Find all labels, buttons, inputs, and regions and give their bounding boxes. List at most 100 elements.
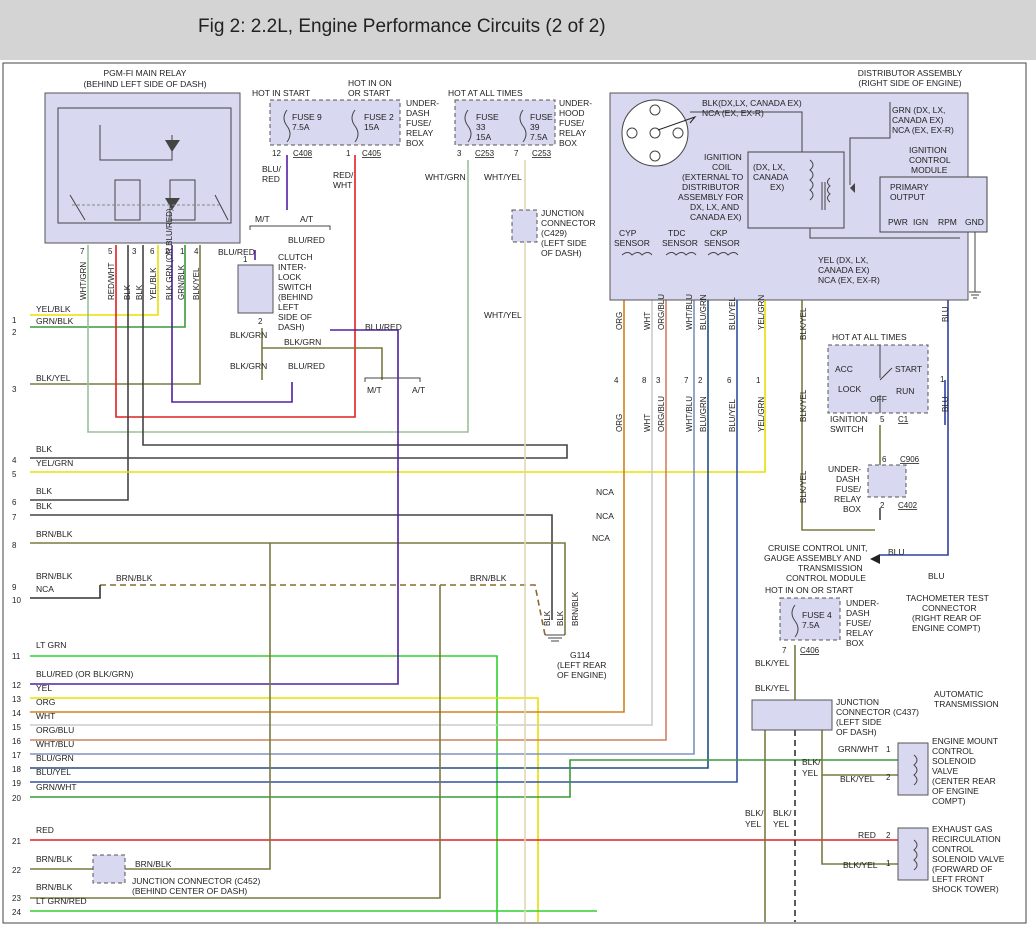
fuse4-box-label-5: BOX <box>846 638 864 648</box>
wire-blu-grn <box>30 265 709 769</box>
coil-label-7: CANADA EX) <box>690 212 742 222</box>
row-number: 17 <box>12 751 21 760</box>
wire-brn-blk-row9 <box>100 584 546 636</box>
egr-coil-icon <box>913 839 918 871</box>
sensor-pin-number: 1 <box>756 376 761 385</box>
wl-blk-yel-f1: BLK/YEL <box>755 658 790 668</box>
title-bar: Fig 2: 2.2L, Engine Performance Circuits… <box>0 0 1036 60</box>
fuse4-box-label-3: FUSE/ <box>846 618 872 628</box>
row-number: 24 <box>12 908 21 917</box>
wire-nca-row10 <box>30 585 101 599</box>
clutch-mt-label: M/T <box>255 214 270 224</box>
fuse2-symbol-icon <box>351 109 359 143</box>
clutch-label-1: CLUTCH <box>278 252 312 262</box>
misc-wire-labels: BLU/ RED RED/ WHT WHT/GRN WHT/YEL WHT/YE… <box>116 164 950 870</box>
ckp-sensor-coil-icon <box>707 252 739 256</box>
wire-wht-grn <box>87 160 469 433</box>
sensor-pin-number: 4 <box>614 376 619 385</box>
dash-fuse2-box <box>867 464 907 498</box>
connector-c253-a: C253 <box>475 149 495 158</box>
row-wire-label: BLU/GRN <box>36 753 74 763</box>
or-start-label: OR START <box>348 88 390 98</box>
relay-diode-icon-2 <box>165 198 180 210</box>
row-wire-label: BRN/BLK <box>36 882 73 892</box>
sensor-wire-color-upper: WHT <box>643 312 652 330</box>
connector-c408: C408 <box>293 149 313 158</box>
fuse4-box <box>779 597 841 641</box>
fuse4-hot-label: HOT IN ON OR START <box>765 585 853 595</box>
wl-pin-2a: 2 <box>886 773 891 782</box>
wl-red-r: RED <box>858 830 876 840</box>
wl-blk-yel-h: BLK/YEL <box>799 470 808 503</box>
row-number: 15 <box>12 723 21 732</box>
row-number: 19 <box>12 779 21 788</box>
cap-terminal-2 <box>626 127 638 139</box>
page-title: Fig 2: 2.2L, Engine Performance Circuits… <box>198 16 606 37</box>
row-wire-label: ORG/BLU <box>36 725 74 735</box>
connector-c906: C906 <box>900 455 920 464</box>
mt-label: M/T <box>367 385 382 395</box>
cruise-label-3: TRANSMISSION <box>798 563 863 573</box>
grn-coil-lead <box>849 102 891 185</box>
coil-label-1: IGNITION <box>704 152 742 162</box>
hood-fuse-label-3: FUSE/ <box>559 118 585 128</box>
wire-blk-row7 <box>30 514 553 620</box>
wl-blu-v2: BLU <box>941 396 950 412</box>
fuse33-symbol-icon <box>464 109 472 143</box>
g114-label-1: G114 <box>570 650 590 660</box>
fuse4-box-label-2: DASH <box>846 608 870 618</box>
sensor-wire-color-lower: ORG <box>615 414 624 432</box>
clutch-pin-1: 1 <box>243 255 248 264</box>
row-wire-label: ORG <box>36 697 55 707</box>
relay-pin-number: 1 <box>180 247 185 256</box>
automatic-transmission-label: AUTOMATIC TRANSMISSION <box>934 689 999 709</box>
wl-blu-red-4: BLU/RED <box>288 361 325 371</box>
row-wire-label: BLU/YEL <box>36 767 71 777</box>
row-wire-label: YEL/BLK <box>36 304 71 314</box>
wire-grn-wht <box>30 759 905 798</box>
c452-box <box>92 854 126 884</box>
relay-wire-color: YEL/BLK <box>149 267 158 300</box>
egr-label-1: EXHAUST GAS <box>932 824 993 834</box>
icm-gnd-label: GND <box>965 217 984 227</box>
mt-at-bracket: M/T A/T <box>364 377 425 395</box>
engine-mount-coil-icon <box>913 754 918 786</box>
sensor-wire-color-lower: WHT <box>643 414 652 432</box>
row-number: 16 <box>12 737 21 746</box>
wire-lt-grn <box>30 655 498 922</box>
wl-yel-1: YEL <box>802 768 818 778</box>
row-number: 2 <box>12 328 17 337</box>
relay-pin-number: 2 <box>165 247 170 256</box>
coil-dx-label-3: EX) <box>770 182 784 192</box>
sensor-wire-color-lower: ORG/BLU <box>657 396 666 432</box>
distributor-subtitle: (RIGHT SIDE OF ENGINE) <box>858 78 961 88</box>
fuse4-pin-7: 7 <box>782 646 787 655</box>
wl-blu-red-1: BLU/RED <box>218 247 255 257</box>
row-wire-label: GRN/BLK <box>36 316 74 326</box>
engine-mount-label-4: VALVE <box>932 766 958 776</box>
fuse4-symbol-icon <box>791 604 799 638</box>
row-number: 9 <box>12 583 17 592</box>
wire-blk-row6 <box>30 245 129 501</box>
cruise-label-4: CONTROL MODULE <box>786 573 866 583</box>
fuse9-label: FUSE 9 <box>292 112 322 122</box>
ign-pin-1: 1 <box>940 375 945 384</box>
wire-blu-red-row12 <box>30 329 399 685</box>
hood-fuse-box <box>454 99 556 146</box>
connector-c402: C402 <box>898 501 918 510</box>
relay-wire-color: BLK <box>123 284 132 300</box>
row-number: 18 <box>12 765 21 774</box>
connector-c253-b: C253 <box>532 149 552 158</box>
row-number: 6 <box>12 498 17 507</box>
wl-yel-3: YEL <box>773 819 789 829</box>
wire-blk-yel-right <box>801 230 875 531</box>
egr-label-2: RECIRCULATION <box>932 834 1001 844</box>
wire-wht-blu <box>30 265 695 755</box>
egr-label-5: (FORWARD OF <box>932 864 992 874</box>
wire-blk-row4 <box>30 245 568 459</box>
fuse9-symbol-icon <box>283 109 291 143</box>
ign-run-label: RUN <box>896 386 914 396</box>
hot-in-start-label: HOT IN START <box>252 88 310 98</box>
c437-label-1: JUNCTION <box>836 697 879 707</box>
egr-label-7: SHOCK TOWER) <box>932 884 999 894</box>
